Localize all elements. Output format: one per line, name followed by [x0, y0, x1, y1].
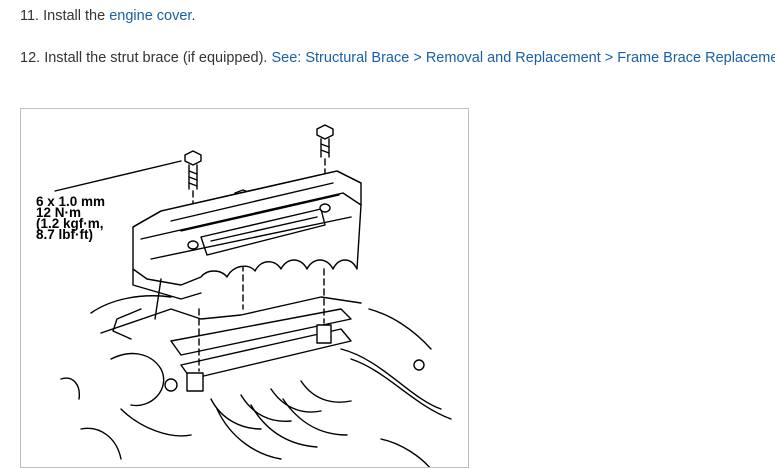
step-text: Install the strut brace (if equipped). [44, 50, 267, 66]
step-text: Install the [43, 8, 105, 24]
step-suffix: . [191, 8, 195, 24]
structural-brace-link[interactable]: See: Structural Brace > Removal and Repl… [272, 50, 775, 66]
step-number: 12. [20, 50, 40, 66]
torque-spec: 6 x 1.0 mm 12 N·m (1.2 kgf·m, 8.7 lbf·ft… [36, 196, 105, 240]
engine-cover-drawing [21, 109, 469, 468]
step-12: 12. Install the strut brace (if equipped… [20, 49, 775, 67]
engine-cover-illustration: 6 x 1.0 mm 12 N·m (1.2 kgf·m, 8.7 lbf·ft… [20, 108, 469, 468]
step-number: 11. [20, 8, 39, 24]
engine-cover-link[interactable]: engine cover [109, 8, 191, 24]
step-11: 11. Install the engine cover. [20, 7, 196, 25]
